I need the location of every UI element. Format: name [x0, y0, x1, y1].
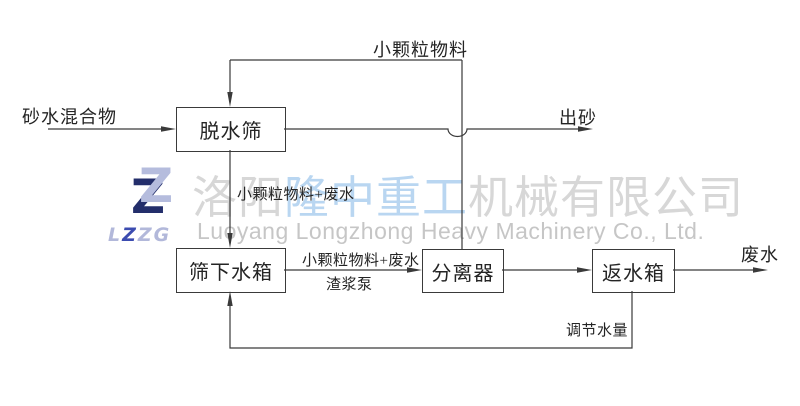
- arrowhead-input: [161, 126, 176, 132]
- arrowhead-into-tank-top: [227, 233, 233, 248]
- arrowhead-waste-out: [753, 267, 768, 273]
- label-sand-out: 出砂: [559, 108, 597, 128]
- label-fines-plus-wastewater-mid: 小颗粒物料+废水: [302, 253, 420, 269]
- arrowhead-sand-out: [578, 126, 593, 132]
- watermark-company-name-cn: 洛阳隆中重工机械有限公司: [192, 161, 744, 226]
- lzzg-logo-text: LZZG: [108, 224, 171, 246]
- watermark-cn-left: 洛阳: [192, 172, 285, 223]
- label-fine-particles-top: 小颗粒物料: [373, 40, 468, 60]
- arrowhead-into-tank-bottom: [227, 291, 233, 306]
- logo-letter: G: [153, 224, 172, 246]
- line-bottom-rail: [229, 291, 633, 349]
- label-waste-water: 废水: [741, 245, 779, 265]
- logo-letter: Z: [137, 224, 154, 246]
- arrowhead-into-separator: [407, 267, 422, 273]
- arrowhead-into-return-tank: [577, 267, 592, 273]
- node-return-water-tank: 返水箱: [592, 249, 675, 293]
- label-adjust-water-volume: 调节水量: [566, 323, 629, 339]
- node-separator: 分离器: [422, 249, 504, 293]
- label-slurry-pump: 渣浆泵: [326, 277, 373, 293]
- logo-letter: Z: [122, 224, 138, 246]
- label-sand-water-mixture: 砂水混合物: [22, 107, 117, 127]
- logo-z-face: Z: [139, 159, 174, 214]
- lzzg-logo-icon: Z Z: [130, 163, 186, 227]
- watermark-cn-right: 机械有限公司: [468, 172, 745, 223]
- watermark-company-name-en: Luoyang Longzhong Heavy Machinery Co., L…: [197, 218, 705, 244]
- node-under-screen-tank: 筛下水箱: [176, 248, 286, 293]
- logo-z-shadow: Z: [131, 170, 166, 225]
- label-fines-plus-wastewater-down: 小颗粒物料+废水: [237, 187, 355, 203]
- watermark-cn-blue: 隆中重工: [284, 172, 469, 223]
- line-sand-out: [284, 128, 579, 138]
- arrowhead-into-screen-top: [227, 92, 233, 107]
- node-dewatering-screen: 脱水筛: [176, 107, 286, 152]
- logo-letter: L: [108, 224, 123, 246]
